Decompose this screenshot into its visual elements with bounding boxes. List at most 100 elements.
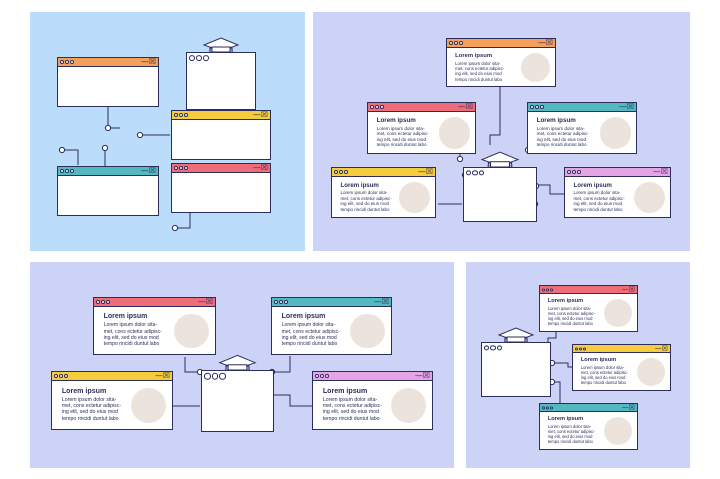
card-body-line: ing elit, sed do eius mod: [580, 375, 626, 381]
window-controls[interactable]: —☒: [654, 344, 668, 352]
card-body-line: ing elit, sed do eius mod: [536, 136, 587, 142]
window-controls[interactable]: —☒: [197, 297, 213, 306]
card-body-line: met, cons ectetur adipisc-: [103, 328, 162, 335]
window-controls[interactable]: —☒: [621, 285, 635, 293]
window-controls[interactable]: —☒: [154, 371, 170, 380]
card-body-line: ing elit, sed do eius mod: [103, 334, 159, 341]
image-placeholder-circle: [390, 387, 427, 424]
window-controls[interactable]: —☒: [414, 371, 430, 380]
card-body-line: met, cons ectetur adipisc-: [547, 429, 596, 435]
card-body-line: tempo rincidi duntut labo: [103, 340, 160, 347]
cap-band: [489, 161, 511, 168]
window-dots-icon: [189, 54, 209, 61]
window-controls[interactable]: —☒: [252, 110, 268, 119]
connector-line: [538, 184, 564, 195]
window-dots-icon: [60, 169, 74, 173]
image-placeholder-circle: [438, 117, 470, 149]
card-body-line: met, cons ectetur adipisc-: [340, 195, 392, 201]
card-body-line: tempo rincidi duntut labo: [573, 206, 623, 212]
window-red-blank[interactable]: —☒: [171, 163, 271, 213]
card-body-line: ing elit, sed do eius mod: [322, 409, 379, 416]
window-dot: [583, 347, 586, 350]
image-placeholder-circle: [399, 182, 430, 213]
window-controls[interactable]: —☒: [252, 163, 268, 172]
window-dot: [204, 373, 211, 380]
window-dot: [344, 170, 348, 174]
window-dots-icon: [60, 60, 74, 64]
card-body-line: Lorem ipsum dolor sita-: [455, 60, 501, 66]
image-placeholder-circle: [634, 182, 665, 213]
window-dot: [184, 166, 188, 170]
card-body-line: ing elit, sed do eius mod: [340, 201, 390, 207]
title-bar: —☒: [332, 168, 435, 177]
window-controls[interactable]: —☒: [652, 167, 668, 176]
card-body-line: Lorem ipsum dolor sita-: [547, 306, 592, 312]
card-title: Lorem ipsum: [340, 181, 379, 189]
window-dot: [546, 288, 549, 291]
card-body-line: tempo rincidi duntut labo: [536, 142, 587, 148]
window-dot: [315, 374, 319, 378]
window-dot: [339, 170, 343, 174]
card-title: Lorem ipsum: [536, 117, 576, 125]
window-dot: [279, 300, 283, 304]
window-dot: [284, 300, 288, 304]
card-body-line: Lorem ipsum dolor sita-: [536, 125, 585, 131]
title-bar: [464, 168, 536, 178]
window-controls[interactable]: —☒: [457, 102, 473, 111]
card-body-line: met, cons ectetur adipisc-: [580, 370, 629, 376]
window-controls[interactable]: —☒: [621, 403, 635, 411]
window-dot: [65, 60, 69, 64]
card-title: Lorem ipsum: [103, 312, 148, 320]
window-dot: [575, 347, 578, 350]
title-bar: —☒: [573, 345, 670, 353]
card-body-line: tempo rincidi duntut labo: [322, 415, 380, 422]
card-body-line: tempo rincidi duntut labo: [376, 142, 427, 148]
window-controls[interactable]: —☒: [140, 57, 156, 66]
card-body-line: met, cons ectetur adipisc-: [455, 66, 505, 72]
card-body-line: Lorem ipsum dolor sita-: [573, 190, 621, 196]
window-dot: [189, 54, 195, 61]
title-bar: —☒: [172, 111, 270, 120]
window-dots-icon: [96, 300, 110, 304]
window-teal-blank[interactable]: —☒: [57, 166, 159, 216]
window-dot: [478, 170, 485, 176]
student-window-p2: [463, 167, 537, 222]
card-body-line: met, cons ectetur adipisc-: [322, 403, 383, 409]
window-controls[interactable]: —☒: [373, 297, 389, 306]
card-title: Lorem ipsum: [455, 52, 493, 59]
window-controls[interactable]: —☒: [140, 166, 156, 175]
window-dot: [174, 113, 178, 117]
window-dots-icon: [174, 166, 188, 170]
image-placeholder-circle: [350, 313, 386, 349]
window-dots-icon: [466, 170, 485, 176]
window-dot: [370, 105, 374, 109]
card-title: Lorem ipsum: [281, 312, 326, 320]
title-bar: —☒: [447, 39, 555, 48]
window-orange-blank[interactable]: —☒: [57, 57, 159, 107]
window-yellow-blank[interactable]: —☒: [171, 110, 271, 160]
window-dot: [325, 374, 329, 378]
window-dot: [106, 300, 110, 304]
image-placeholder-circle: [130, 387, 167, 424]
image-placeholder-circle: [637, 357, 666, 387]
window-controls[interactable]: —☒: [417, 167, 433, 176]
window-dots-icon: [274, 300, 288, 304]
window-controls[interactable]: —☒: [537, 38, 553, 47]
connector-node-icon: [456, 155, 464, 163]
student-window-p3: [201, 370, 274, 432]
window-controls[interactable]: —☒: [618, 102, 634, 111]
window-dots-icon: [370, 105, 384, 109]
card-body-line: ing elit, sed do eius mod: [281, 334, 337, 341]
